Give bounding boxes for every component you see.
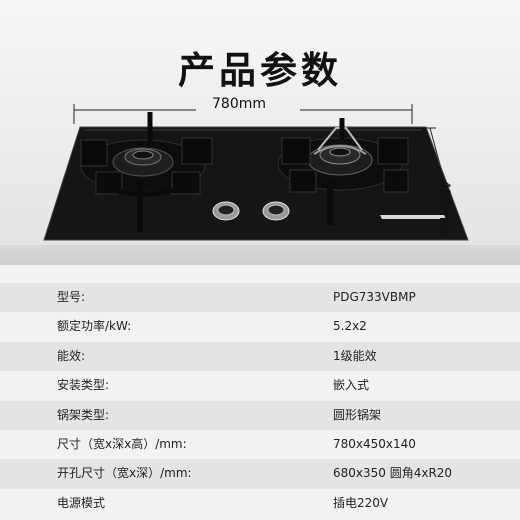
spec-label: 电源模式: [57, 495, 106, 510]
spec-value: PDG733VBMP: [333, 290, 416, 304]
spec-table: 型号: PDG733VBMP 额定功率/kW: 5.2x2 能效: 1级能效 安…: [0, 283, 520, 518]
control-knob-left-icon[interactable]: [212, 201, 240, 221]
spec-label: 能效:: [57, 348, 86, 363]
spec-row-efficiency: 能效: 1级能效: [0, 341, 520, 372]
spec-row-size: 尺寸（宽x深x高）/mm: 780x450x140: [0, 430, 520, 459]
page-title: 产品参数: [178, 49, 342, 92]
spec-row-model: 型号: PDG733VBMP: [0, 283, 520, 313]
gas-hob-image: [43, 104, 469, 241]
spec-value: 嵌入式: [333, 378, 370, 393]
spec-label: 锅架类型:: [57, 407, 110, 422]
width-dimension-line: [73, 104, 413, 124]
spec-row-install-type: 安装类型: 嵌入式: [0, 371, 520, 400]
width-dimension-label: 780mm: [212, 96, 266, 112]
gas-burner-right-icon: [277, 118, 409, 225]
brand-stripe: [380, 215, 446, 219]
control-knob-right-icon[interactable]: [262, 201, 290, 221]
spec-value: 1级能效: [333, 348, 377, 363]
spec-row-power-mode: 电源模式 插电220V: [0, 489, 520, 518]
spec-value: 插电220V: [333, 495, 389, 510]
gas-burner-left-icon: [80, 112, 213, 232]
spec-label: 安装类型:: [57, 378, 110, 393]
spec-label: 型号:: [57, 290, 86, 304]
spec-value: 5.2x2: [333, 319, 367, 334]
spec-label: 尺寸（宽x深x高）/mm:: [57, 436, 187, 451]
depth-dimension-label: 450mm: [436, 180, 452, 234]
spec-value: 680x350 圆角4xR20: [333, 466, 453, 481]
spec-value: 圆形锅架: [333, 407, 382, 422]
spec-row-power: 额定功率/kW: 5.2x2: [0, 312, 520, 341]
spec-row-grate-type: 锅架类型: 圆形锅架: [0, 400, 520, 430]
spec-label: 额定功率/kW:: [57, 319, 132, 334]
spec-row-cutout-size: 开孔尺寸（宽x深）/mm: 680x350 圆角4xR20: [0, 459, 520, 489]
spec-value: 780x450x140: [333, 436, 416, 451]
spec-label: 开孔尺寸（宽x深）/mm:: [57, 466, 192, 481]
hero-countertop-band: [0, 245, 520, 265]
